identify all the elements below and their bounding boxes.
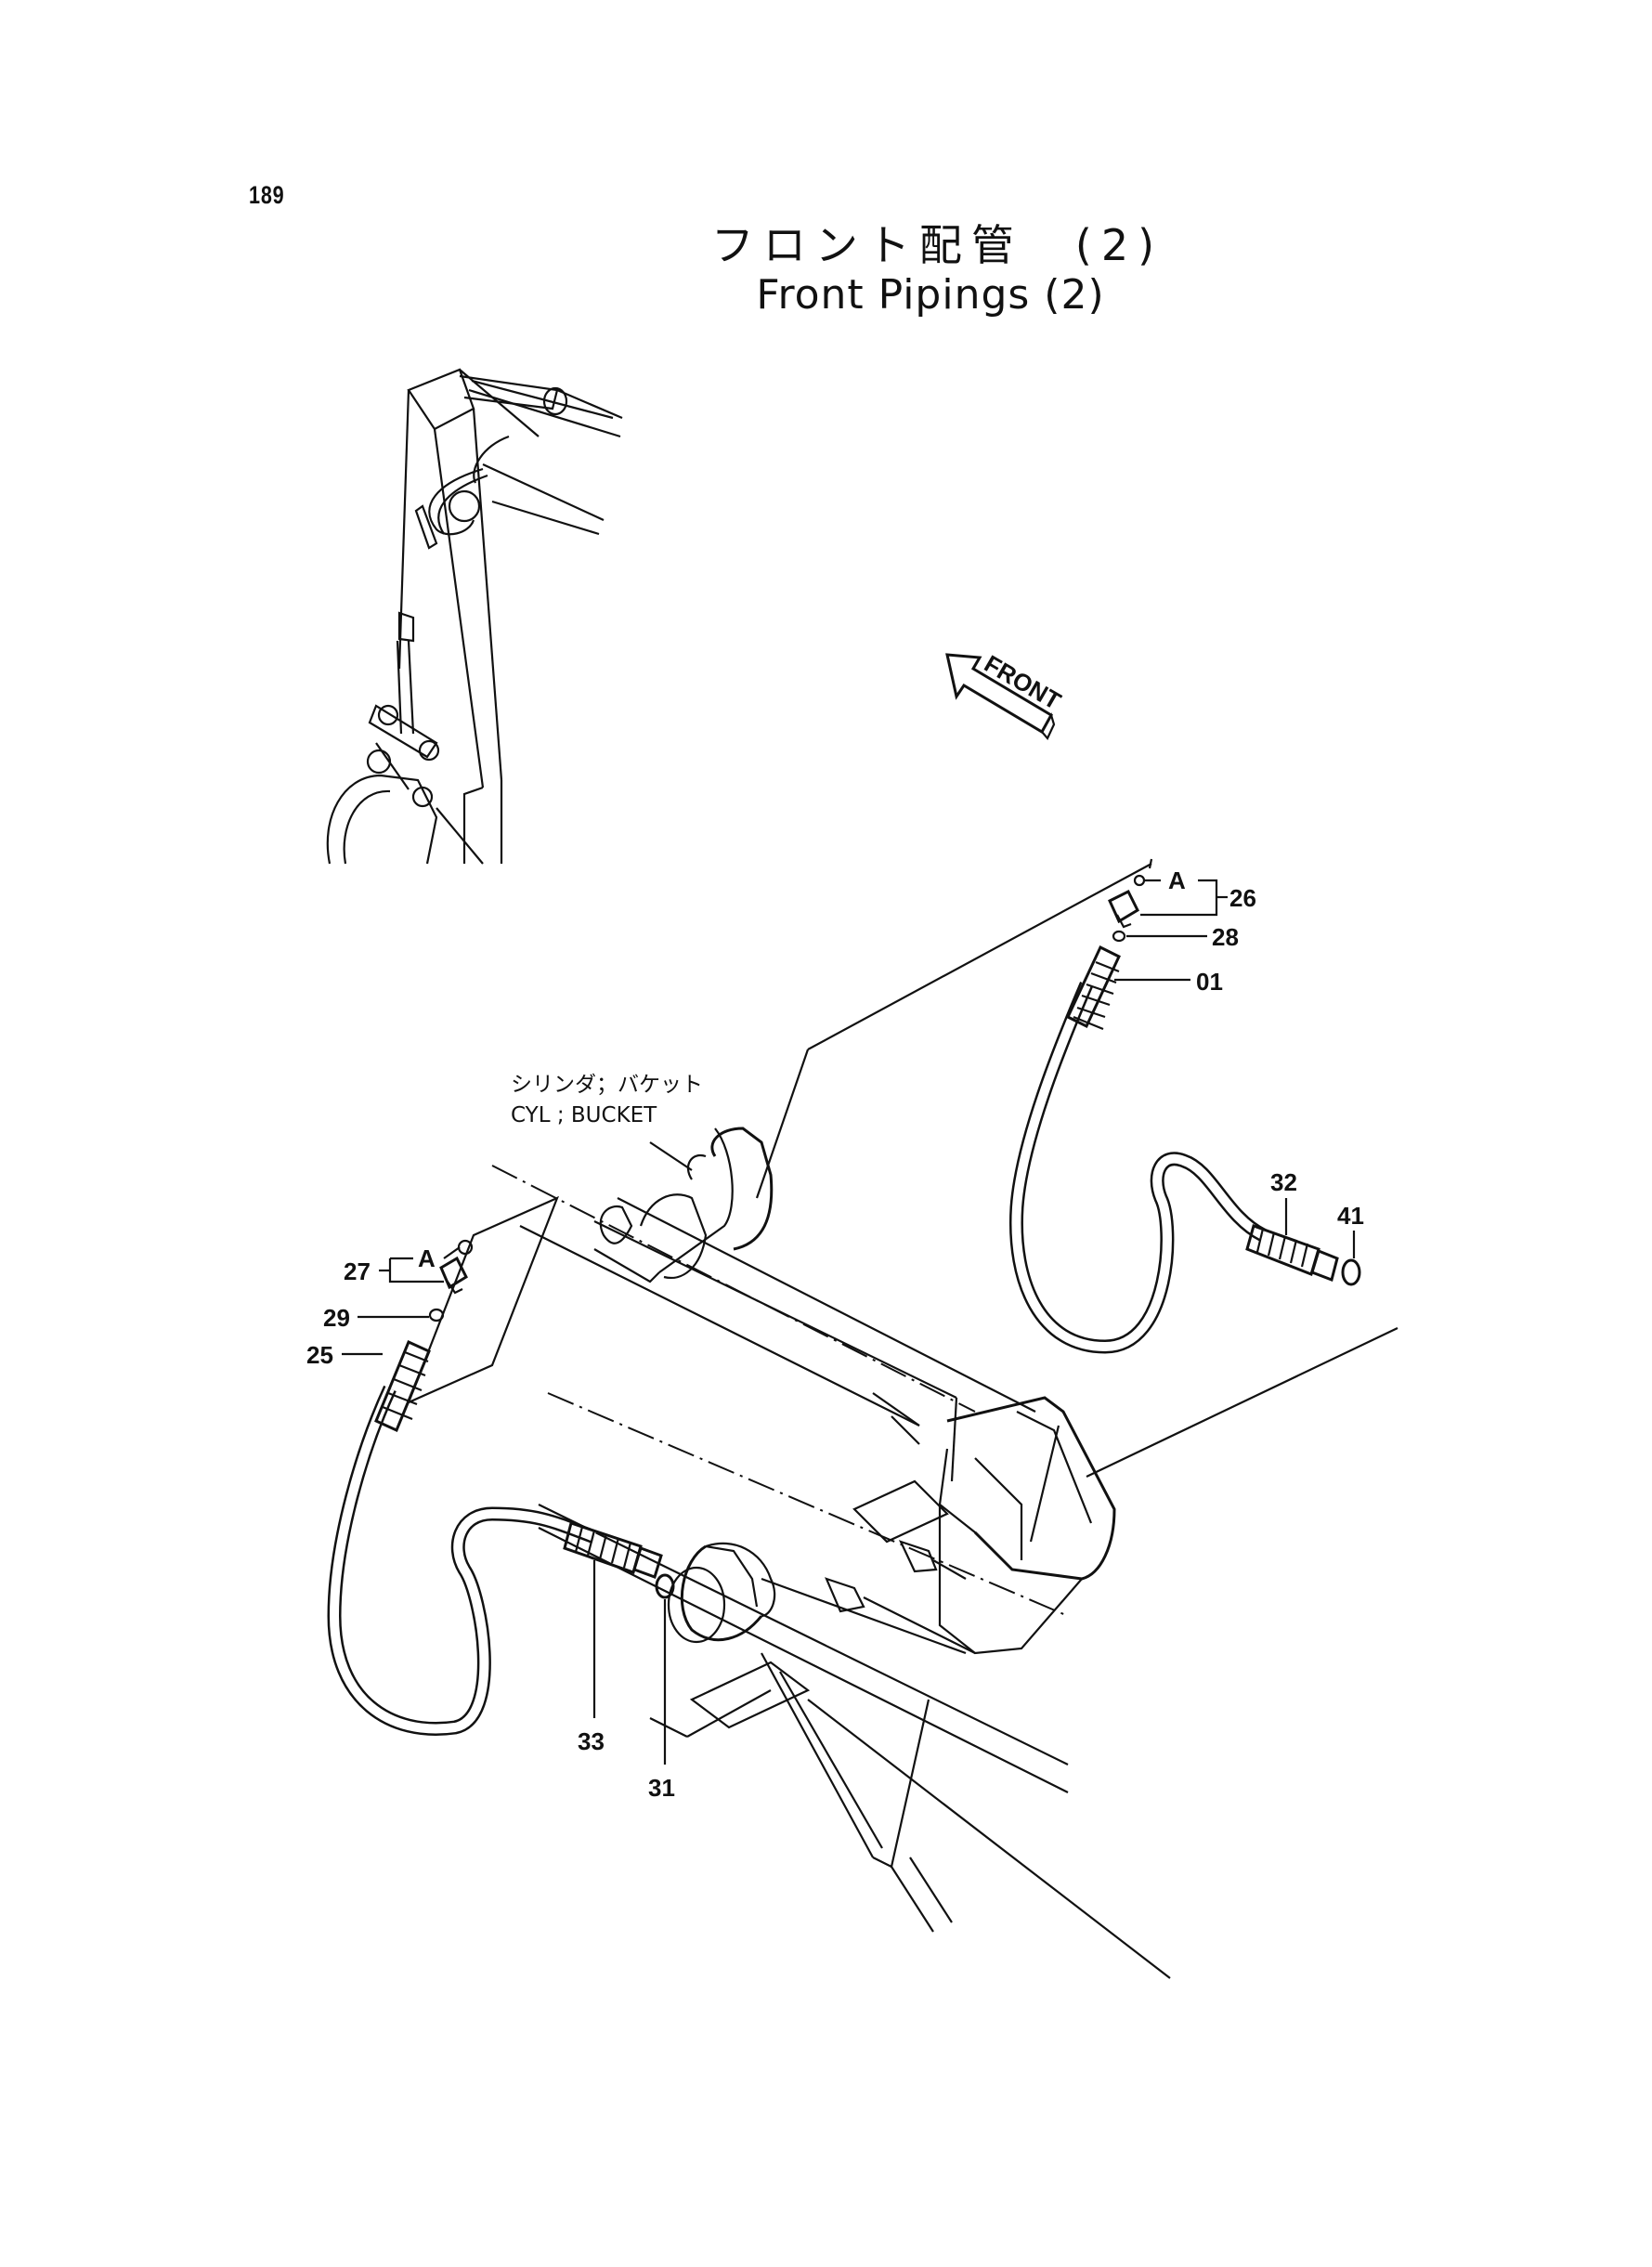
callout-33: 33: [578, 1727, 605, 1755]
hose-left: [327, 1239, 675, 1736]
front-arrow-label: FRONT: [980, 649, 1066, 715]
callout-29: 29: [323, 1304, 350, 1332]
callout-01: 01: [1196, 968, 1223, 996]
leader-lines: [407, 858, 1398, 1738]
callouts-left: A 27 29 25 33 31: [306, 1244, 675, 1802]
title-japanese: フロント配管 (2): [710, 220, 1164, 270]
callout-31: 31: [648, 1774, 675, 1802]
arm-body: [491, 1127, 1171, 1979]
title-english: Front Pipings (2): [756, 271, 1105, 319]
callout-a-right: A: [1168, 866, 1186, 894]
front-arrow: FRONT: [945, 649, 1066, 741]
hose-right: [1008, 874, 1361, 1354]
callout-a-left: A: [418, 1244, 436, 1272]
page-number: 189: [249, 181, 285, 209]
inset-arm-overview: [326, 368, 623, 865]
callout-32: 32: [1270, 1168, 1297, 1196]
callout-26: 26: [1229, 884, 1256, 912]
callout-27: 27: [344, 1257, 371, 1285]
callout-28: 28: [1212, 923, 1239, 951]
callout-41: 41: [1337, 1202, 1364, 1230]
callouts-right: A 26 28 01 32 41: [1114, 866, 1364, 1258]
cylinder-label-japanese: シリンダ；バケット: [511, 1073, 703, 1097]
callout-25: 25: [306, 1341, 333, 1369]
cylinder-label-english: CYL ; BUCKET: [511, 1103, 657, 1127]
